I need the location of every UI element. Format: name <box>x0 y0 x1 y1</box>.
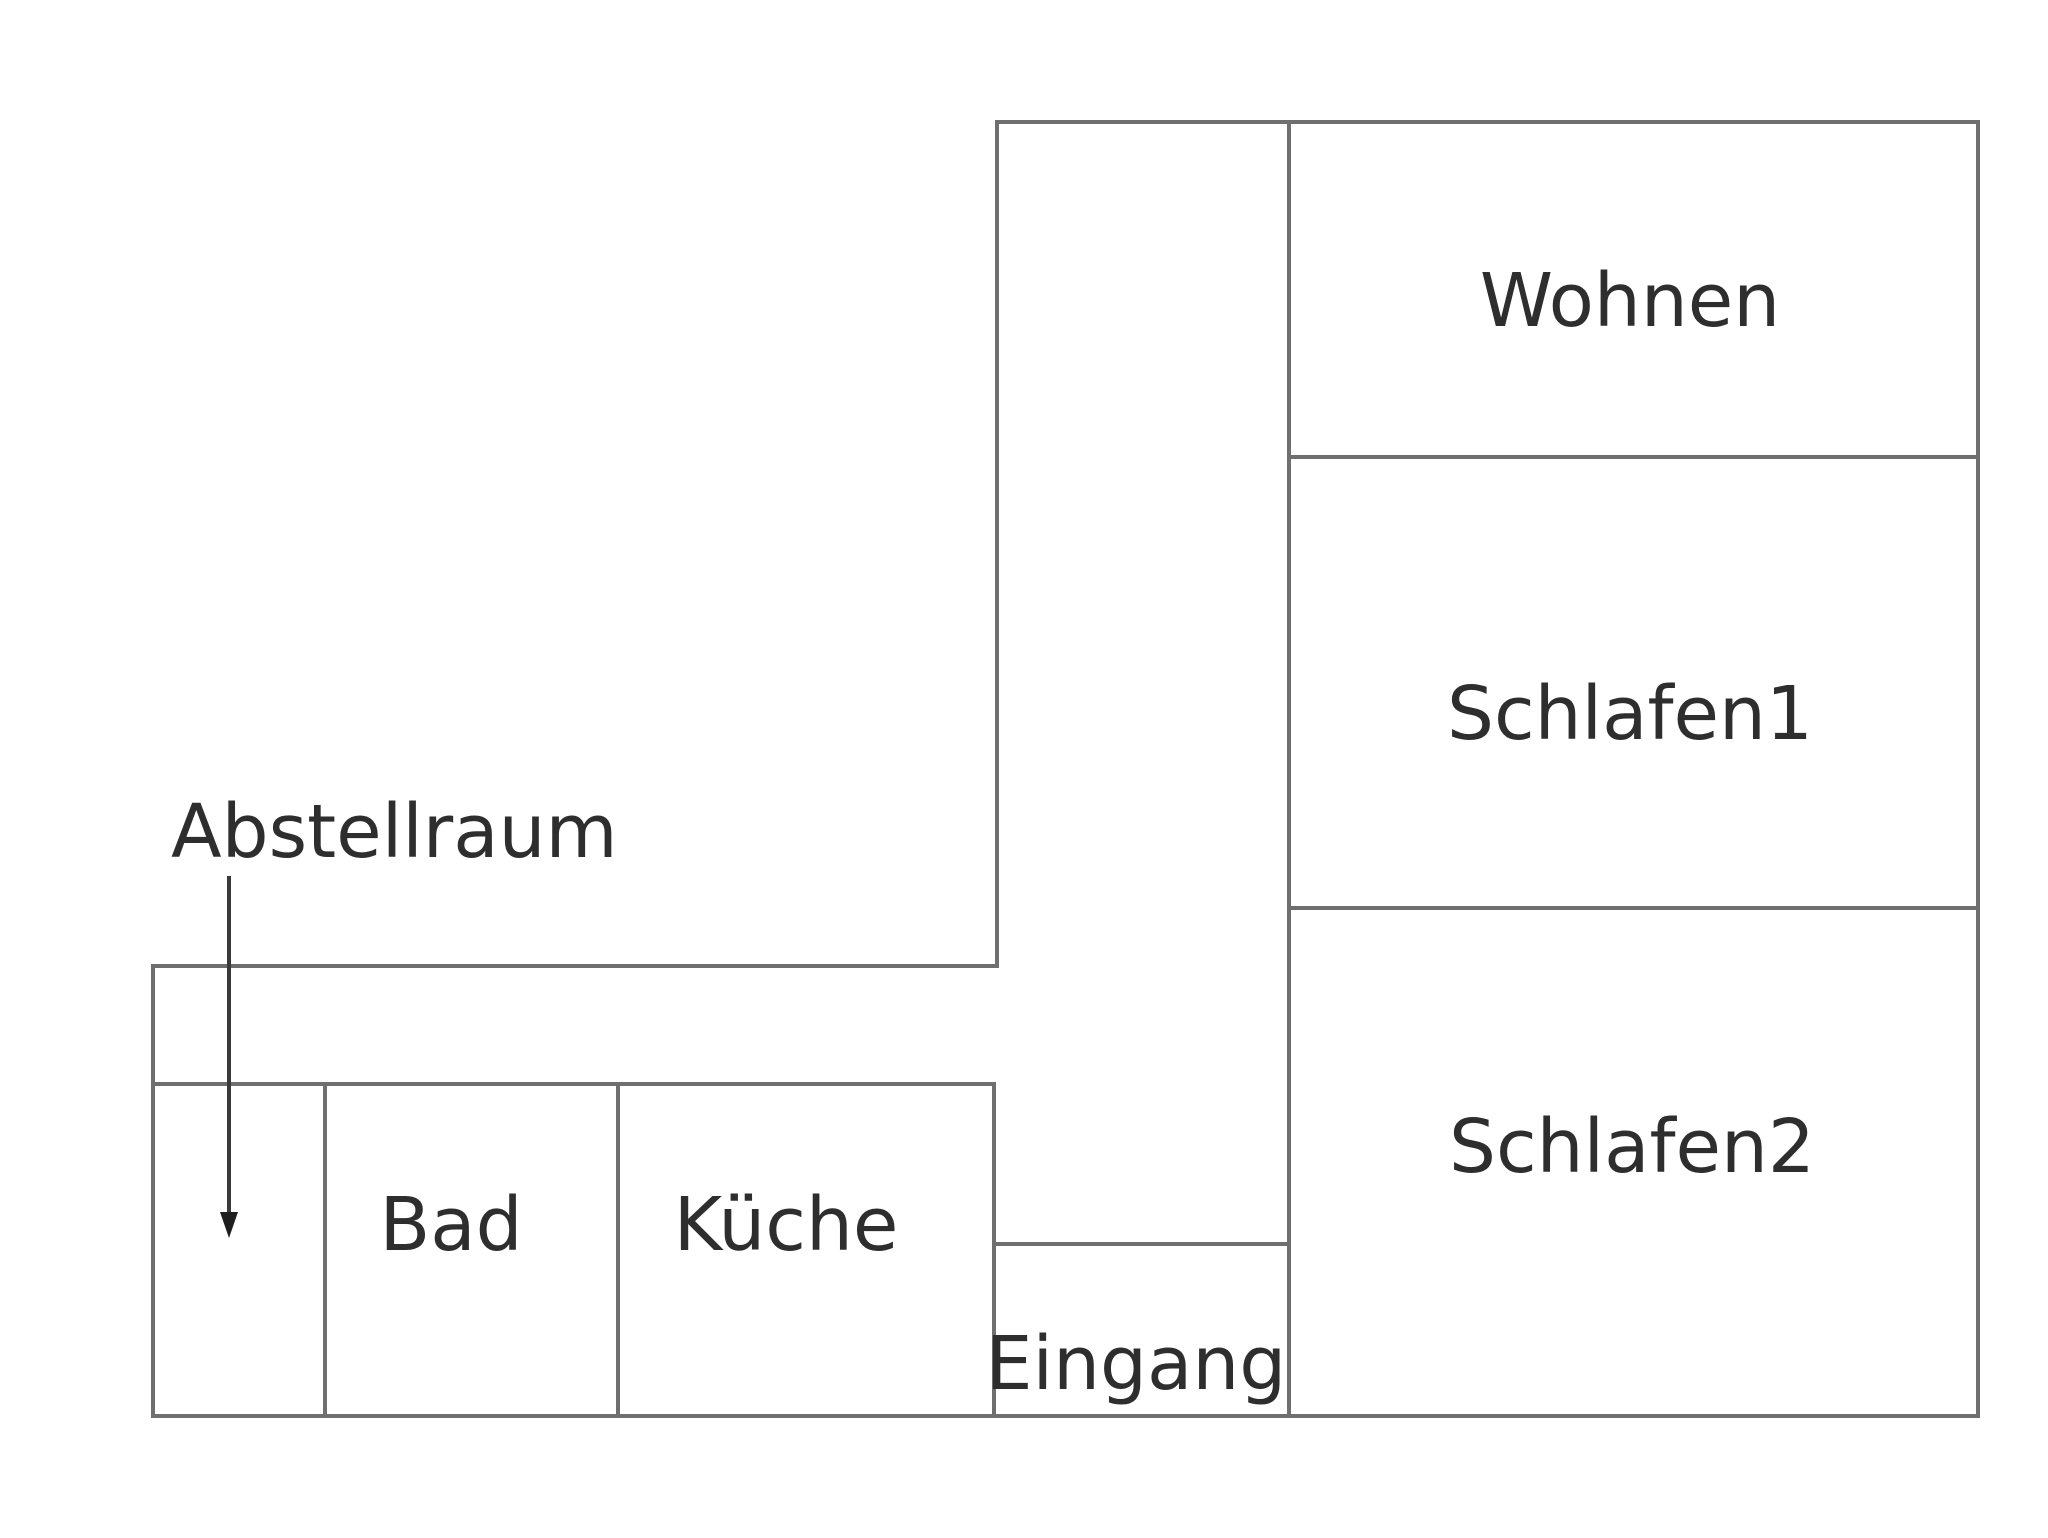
outer-wall <box>151 120 1980 1418</box>
room-label-bad: Bad <box>379 1182 522 1268</box>
room-label-wohnen: Wohnen <box>1480 258 1780 344</box>
room-label-kueche: Küche <box>674 1182 899 1268</box>
room-label-schlafen1: Schlafen1 <box>1447 671 1813 757</box>
room-label-abstellraum: Abstellraum <box>171 789 618 875</box>
room-label-schlafen2: Schlafen2 <box>1449 1104 1815 1190</box>
room-labels: Wohnen Schlafen1 Schlafen2 Eingang Küche… <box>171 258 1815 1407</box>
storage-pointer-arrow <box>220 876 238 1238</box>
arrow-head-icon <box>220 1212 238 1238</box>
walls <box>151 120 1980 1418</box>
room-label-eingang: Eingang <box>986 1321 1286 1407</box>
